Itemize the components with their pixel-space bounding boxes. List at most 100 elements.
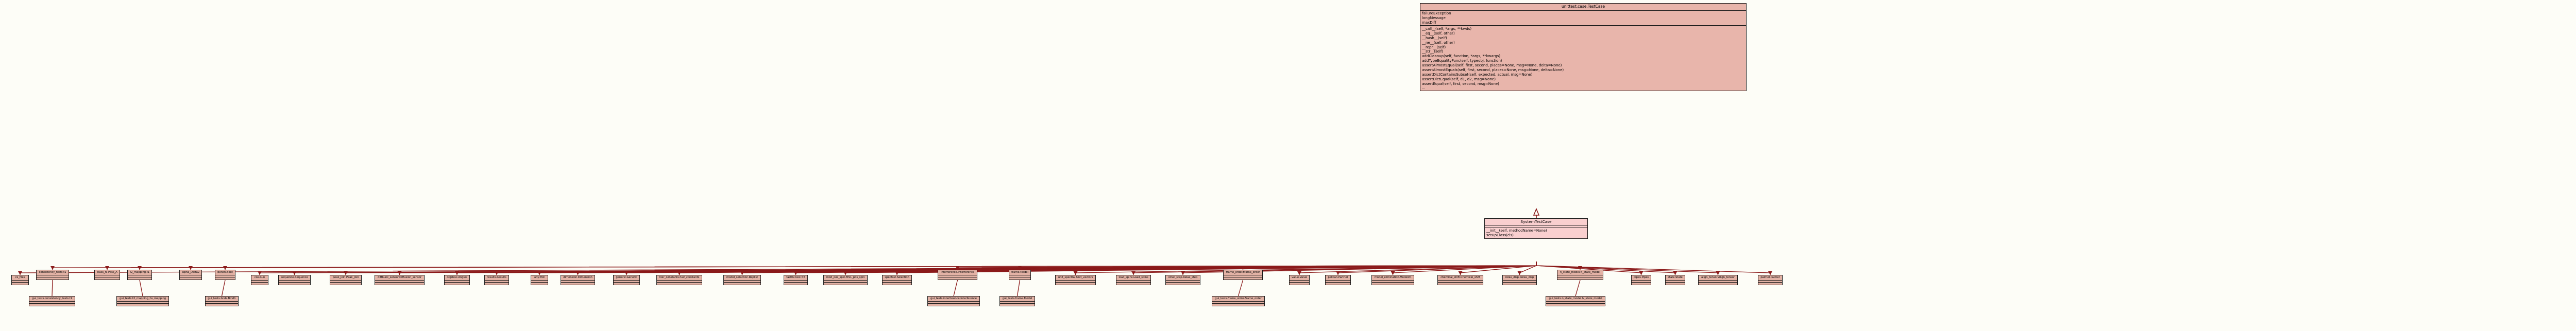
leaf-methods-compartment [928,304,979,306]
method-row-7: addTypeEqualityFunc(self, typeobj, funct… [1422,58,1502,63]
leaf-class-node-32[interactable]: pipes.Pipes [1631,275,1651,285]
leaf-class-node-7[interactable]: sequence.Sequence [278,275,311,285]
inheritance-arrowhead-3 [138,266,142,270]
leaf-methods-compartment [206,304,238,306]
leaf-class-node-35[interactable]: palmer.Palmer [1758,275,1783,285]
leaf-class-node-28[interactable]: model_elimination.Modelim [1371,275,1414,285]
inheritance-arrowhead-9 [397,271,402,275]
leaf-class-title: frame_order.Frame_order [1224,270,1262,275]
leaf-class-node-26[interactable]: value.Value [1289,275,1310,285]
leaf-class-node-12[interactable]: any.Plot [531,275,548,285]
leaf-attributes-compartment [824,281,867,283]
inheritance-edge-31 [1536,262,1581,270]
leaf-attributes-compartment [1009,275,1030,278]
leaf-class-node-child-31[interactable]: gui_tests.n_state_model.N_state_model [1546,296,1605,306]
leaf-class-title: specfast.Selection [883,275,911,281]
leaf-class-node-23[interactable]: load_spins.Load_spins [1116,275,1151,285]
leaf-class-node-33[interactable]: state.State [1665,275,1685,285]
leaf-class-node-2[interactable]: class_hl.Pass_A [94,270,120,280]
leaf-methods-compartment [1000,304,1035,306]
leaf-attributes-compartment [1166,281,1200,283]
inheritance-arrowhead-33 [1673,271,1677,275]
inheritance-edge-26 [1299,262,1537,275]
leaf-class-node-9[interactable]: diffbunc_sensor.Diffusion_sensor [375,275,425,285]
leaf-attributes-compartment [12,281,28,283]
leaf-attributes-compartment [1290,281,1309,283]
leaf-class-node-0[interactable]: cs_files [11,275,29,285]
class-methods-testcase: __call__(self, *args, **kwds)__eq__(self… [1420,26,1746,91]
leaf-class-node-child-3[interactable]: gui_tests.t2_mapping_hs_mapping [116,296,169,306]
leaf-class-node-29[interactable]: chemical_shift.Chemical_shift [1437,275,1483,285]
leaf-class-title: gui_tests.t2_mapping_hs_mapping [117,297,168,302]
leaf-class-title: mod_pos_spin.MS1_pos_spin [824,275,867,281]
inheritance-edge-19 [896,262,1537,275]
leaf-class-node-25[interactable]: frame_order.Frame_order [1223,270,1263,280]
mid-method-row-0: __init__(self, methodName=None) [1486,229,1547,233]
leaf-class-node-22[interactable]: unit_spectral.Unit_vectors [1055,275,1096,285]
leaf-methods-compartment [1632,283,1651,285]
inheritance-edge-7 [294,262,1537,275]
leaf-class-node-20[interactable]: interference.Interference [938,270,977,280]
leaf-class-title: sequence.Sequence [279,275,310,281]
leaf-attributes-compartment [29,302,75,304]
leaf-class-node-child-25[interactable]: gui_tests.frame_order.Frame_order [1212,296,1265,306]
leaf-class-node-5[interactable]: bench.Boot [215,270,235,280]
leaf-class-node-14[interactable]: generic.Generic [613,275,640,285]
attribute-row-0: failureException [1422,11,1451,16]
leaf-class-title: gui_tests.frame_order.Frame_order [1212,297,1264,302]
leaf-class-node-11[interactable]: results.Results [484,275,509,285]
inheritance-arrowhead-28 [1391,271,1395,275]
leaf-class-node-8[interactable]: peak_Join.Peak_Join [330,275,362,285]
method-row-4: __repr__(self) [1422,44,1446,49]
inheritance-arrowhead-26 [1297,271,1301,275]
leaf-attributes-compartment [1666,281,1685,283]
inheritance-edge-6 [259,262,1537,275]
leaf-class-node-13[interactable]: dimension.Dimension [561,275,595,285]
leaf-class-node-19[interactable]: specfast.Selection [882,275,912,285]
leaf-attributes-compartment [1056,281,1095,283]
leaf-methods-compartment [1557,277,1603,280]
leaf-attributes-compartment [445,281,469,283]
leaf-class-title: unit_spectral.Unit_vectors [1056,275,1095,281]
method-row-10: assertDictContainsSubset(self, expected,… [1422,72,1533,77]
leaf-methods-compartment [12,283,28,285]
method-row-3: __ne__(self, other) [1422,40,1455,45]
inheritance-edge-22 [1075,262,1537,275]
inheritance-edge-10 [456,262,1537,275]
leaf-class-node-15[interactable]: hier_constants.hier_constants [656,275,702,285]
attribute-row-1: longMessage [1422,15,1446,21]
leaf-class-node-31[interactable]: n_state_model.N_state_model [1557,270,1603,280]
leaf-class-node-10[interactable]: orgdesc.Angles [444,275,470,285]
leaf-class-title: results.Results [485,275,509,281]
inheritance-edge-child-3 [139,280,143,297]
leaf-attributes-compartment [614,281,639,283]
leaf-class-node-child-20[interactable]: gui_tests.interference.Interference [927,296,980,306]
leaf-class-node-16[interactable]: model_selection.Replist [723,275,761,285]
leaf-class-title: alpha_Delta2 [180,270,201,275]
leaf-class-node-17[interactable]: fastfix.test.N6 [784,275,808,285]
leaf-methods-compartment [1372,283,1414,285]
leaf-class-node-child-1[interactable]: gui_tests.consistency_tests.t1 [29,296,75,306]
leaf-class-node-child-21[interactable]: gui_tests.frame.Model [999,296,1035,306]
class-node-systemtestcase[interactable]: SystemTestCase __init__(self, methodName… [1484,218,1588,239]
class-title-testcase: unittest.case.TestCase [1420,4,1746,11]
leaf-class-node-4[interactable]: alpha_Delta2 [179,270,202,280]
leaf-class-node-24[interactable]: struc_step.Relax_step [1165,275,1200,285]
inheritance-arrowhead-23 [1131,271,1136,275]
leaf-attributes-compartment [485,281,509,283]
leaf-class-node-27[interactable]: pelican.Partner [1325,275,1351,285]
leaf-class-title: generic.Generic [614,275,639,281]
leaf-class-title: value.Value [1290,275,1309,281]
leaf-class-node-6[interactable]: cos.Run [251,275,268,285]
leaf-class-node-30[interactable]: relax_disp.Relax_disp [1502,275,1537,285]
leaf-class-node-child-5[interactable]: gui_tests.bnds.Bind1 [205,296,239,306]
leaf-class-title: orgdesc.Angles [445,275,469,281]
leaf-class-node-1[interactable]: consistency_tests.t1 [36,270,69,280]
leaf-class-node-3[interactable]: t2_mapping.t1 [127,270,152,280]
leaf-methods-compartment [1503,283,1536,285]
leaf-class-node-21[interactable]: frame.Model [1009,270,1031,280]
class-attributes-systemtestcase [1485,225,1587,229]
leaf-class-node-34[interactable]: align_tensor.Align_tensor [1698,275,1738,285]
leaf-class-node-18[interactable]: mod_pos_spin.MS1_pos_spin [823,275,868,285]
